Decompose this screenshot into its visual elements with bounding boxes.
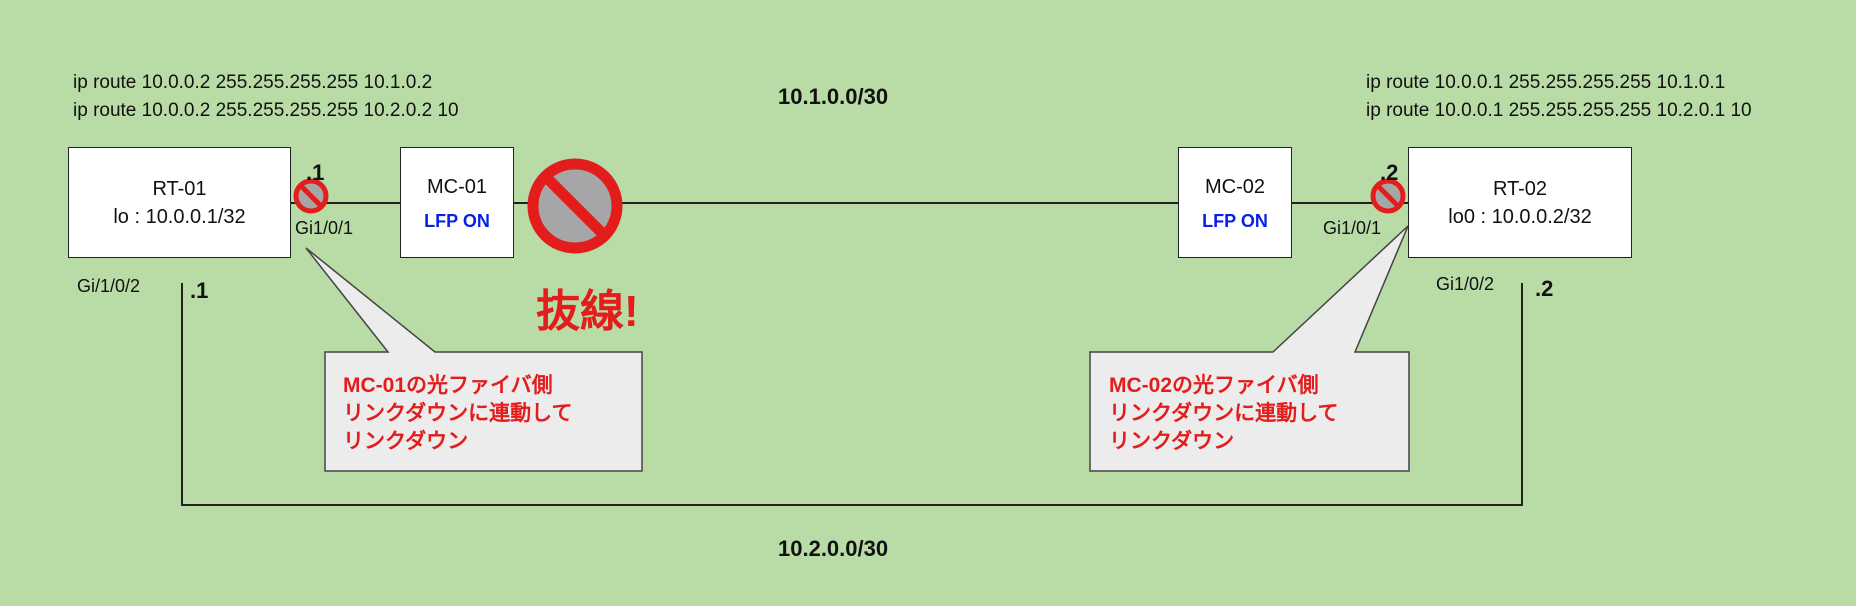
callout-right-line-1: MC-02の光ファイバ側	[1109, 374, 1319, 397]
unplug-label: 抜線!	[536, 287, 639, 336]
rt01-bottom-ip: .1	[190, 278, 209, 303]
link-bottom	[181, 283, 1523, 506]
network-bottom-label: 10.2.0.0/30	[778, 536, 889, 561]
prohibit-icon-unplug	[527, 158, 623, 254]
rt02-name: RT-02	[1492, 177, 1548, 200]
network-top-label: 10.1.0.0/30	[778, 84, 889, 109]
prohibit-icon-rt02-port	[1370, 178, 1406, 214]
media-converter-mc01[interactable]: MC-01 LFP ON	[400, 147, 514, 258]
rt01-route-2: ip route 10.0.0.2 255.255.255.255 10.2.0…	[73, 100, 459, 121]
router-rt02[interactable]: RT-02 lo0 : 10.0.0.2/32	[1408, 147, 1632, 258]
rt01-port-bottom: Gi/1/0/2	[77, 276, 141, 296]
mc02-name: MC-02	[1204, 176, 1265, 198]
callout-left-text: MC-01の光ファイバ側 リンクダウンに連動して リンクダウン	[343, 372, 573, 456]
callout-right-line-2: リンクダウンに連動して	[1109, 402, 1339, 425]
rt01-routes: ip route 10.0.0.2 255.255.255.255 10.1.0…	[73, 69, 459, 125]
prohibit-icon-rt01-port	[293, 178, 329, 214]
rt02-loopback: lo0 : 10.0.0.2/32	[1448, 205, 1592, 228]
media-converter-mc02[interactable]: MC-02 LFP ON	[1178, 147, 1292, 258]
rt02-top-ip: .2	[1380, 160, 1399, 185]
rt01-loopback: lo : 10.0.0.1/32	[113, 205, 246, 228]
rt02-route-2: ip route 10.0.0.1 255.255.255.255 10.2.0…	[1366, 100, 1752, 121]
mc02-lfp-status: LFP ON	[1202, 211, 1268, 231]
rt02-routes: ip route 10.0.0.1 255.255.255.255 10.1.0…	[1366, 69, 1752, 125]
rt02-port-top: Gi1/0/1	[1323, 218, 1382, 238]
rt01-route-1: ip route 10.0.0.2 255.255.255.255 10.1.0…	[73, 72, 433, 93]
rt02-port-bottom: Gi1/0/2	[1436, 274, 1495, 294]
mc01-lfp-status: LFP ON	[424, 211, 490, 231]
router-rt01[interactable]: RT-01 lo : 10.0.0.1/32	[68, 147, 291, 258]
callout-right-line-3: リンクダウン	[1109, 430, 1235, 453]
callout-right-text: MC-02の光ファイバ側 リンクダウンに連動して リンクダウン	[1109, 372, 1339, 456]
callout-left-line-1: MC-01の光ファイバ側	[343, 374, 553, 397]
rt01-port-top: Gi1/0/1	[295, 218, 354, 238]
rt02-bottom-ip: .2	[1535, 276, 1554, 301]
callout-right	[1089, 225, 1410, 472]
callout-left-line-3: リンクダウン	[343, 430, 469, 453]
callout-left-line-2: リンクダウンに連動して	[343, 402, 573, 425]
rt01-name: RT-01	[152, 177, 207, 200]
rt01-top-ip: .1	[306, 160, 325, 185]
rt02-route-1: ip route 10.0.0.1 255.255.255.255 10.1.0…	[1366, 72, 1726, 93]
mc01-name: MC-01	[426, 176, 487, 198]
callout-left	[305, 247, 643, 472]
